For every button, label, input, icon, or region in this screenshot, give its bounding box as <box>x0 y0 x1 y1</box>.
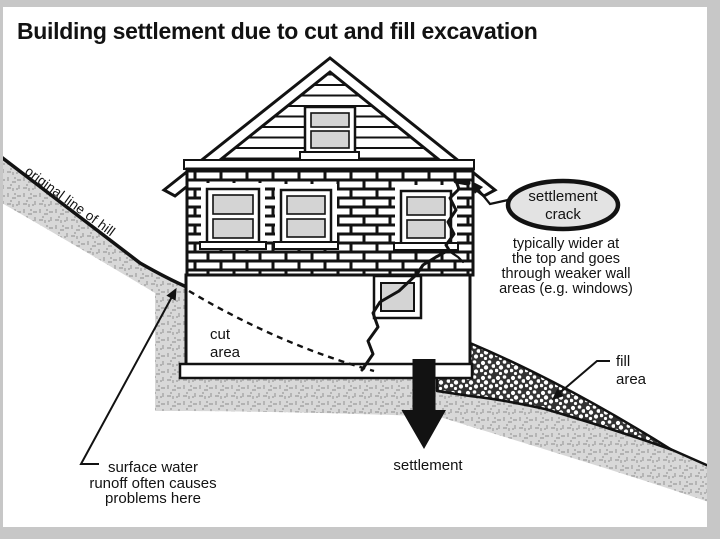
crack-leader-arrowhead-icon <box>471 181 484 194</box>
svg-text:through weaker wall: through weaker wall <box>502 266 631 282</box>
crack-callout-leader <box>476 187 509 206</box>
surface-water-leader <box>79 292 175 465</box>
svg-text:fill: fill <box>616 353 630 370</box>
fill-area-arrowhead-icon <box>552 388 564 400</box>
original-hill-dashed-line <box>188 289 375 373</box>
page-title: Building settlement due to cut and fill … <box>17 18 537 44</box>
svg-text:settlement: settlement <box>528 188 598 205</box>
fill-area-leader <box>555 360 610 397</box>
lower-wall <box>184 273 472 367</box>
attic-window <box>299 105 360 161</box>
svg-text:area: area <box>616 371 647 388</box>
svg-text:surface water: surface water <box>108 459 198 476</box>
svg-text:runoff often causes: runoff often causes <box>89 475 216 492</box>
window-left <box>199 187 267 250</box>
svg-text:the top and goes: the top and goes <box>512 251 620 267</box>
svg-text:problems here: problems here <box>105 490 201 507</box>
fill-area-label: fill area <box>616 353 647 388</box>
surface-water-arrowhead-icon <box>166 287 177 301</box>
settlement-arrow <box>401 359 446 449</box>
basement-window <box>372 274 423 320</box>
svg-text:cut: cut <box>210 326 231 343</box>
foundation-footing <box>178 362 474 380</box>
svg-text:crack: crack <box>545 206 581 223</box>
crack-callout-ellipse <box>505 178 621 232</box>
hill-band <box>0 156 720 506</box>
svg-text:areas (e.g. windows): areas (e.g. windows) <box>499 281 633 297</box>
surface-water-note: surface water runoff often causes proble… <box>89 459 216 507</box>
settlement-label: settlement <box>393 457 463 474</box>
window-middle <box>273 188 339 250</box>
crack-note: typically wider at the top and goes thro… <box>499 236 633 297</box>
crack-callout-label: settlement crack <box>528 188 598 223</box>
settlement-crack-path <box>360 178 471 372</box>
svg-text:area: area <box>210 344 241 361</box>
cut-area-label: cut area <box>210 326 241 361</box>
leader-lines <box>79 181 610 465</box>
window-right <box>393 189 459 251</box>
svg-text:typically wider at: typically wider at <box>513 236 619 252</box>
house <box>161 56 498 380</box>
